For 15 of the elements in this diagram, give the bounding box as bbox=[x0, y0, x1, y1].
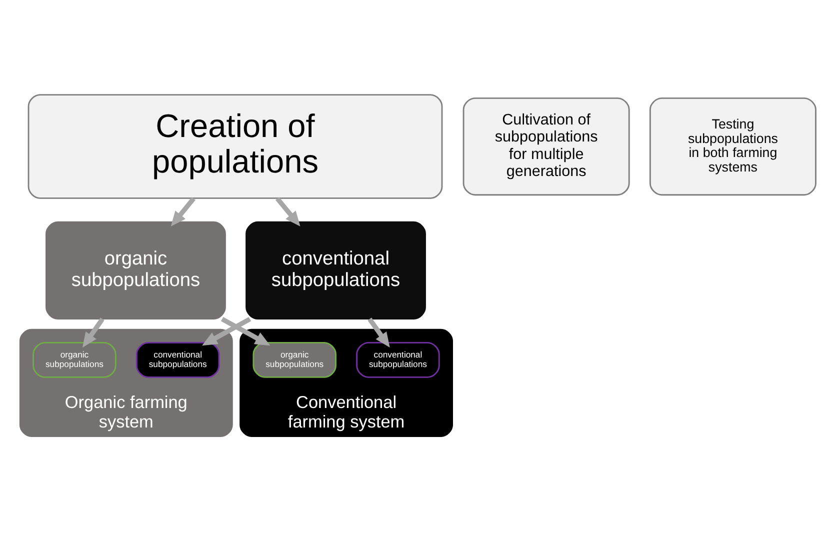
arrow bbox=[202, 316, 252, 346]
arrow bbox=[275, 197, 300, 226]
arrow bbox=[368, 318, 390, 348]
node-box: organic subpopulations bbox=[32, 342, 116, 378]
arrow bbox=[82, 318, 104, 348]
node-box: conventional subpopulations bbox=[136, 342, 220, 378]
node-box: Testing subpopulations in both farming systems bbox=[649, 97, 816, 196]
node-box: Cultivation of subpopulations for multiple generations bbox=[462, 97, 630, 196]
arrow bbox=[220, 316, 270, 346]
arrow bbox=[170, 197, 196, 226]
node-box: conventional subpopulations bbox=[356, 342, 440, 378]
node-box: organic subpopulations bbox=[252, 342, 336, 378]
node-box: conventional subpopulations bbox=[246, 221, 426, 320]
node-box: Creation of populations bbox=[28, 94, 443, 199]
node-box: organic subpopulations bbox=[46, 221, 226, 320]
